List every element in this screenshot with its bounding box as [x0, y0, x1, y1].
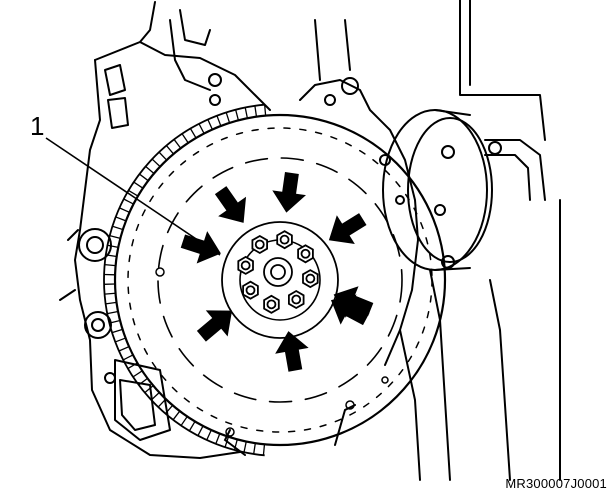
- gear-tooth: [157, 398, 167, 408]
- gear-tooth: [127, 362, 138, 370]
- gear-tooth: [216, 115, 222, 127]
- arrow-indicator: [214, 186, 247, 223]
- figure-code: MR300007J0001: [505, 476, 607, 491]
- gear-tooth: [173, 139, 182, 149]
- gear-tooth: [197, 425, 204, 436]
- ring-gear-teeth: [103, 103, 267, 457]
- gear-tooth: [109, 235, 121, 240]
- gear-tooth: [150, 392, 160, 401]
- gear-tooth: [164, 404, 174, 415]
- gear-tooth: [107, 244, 119, 249]
- gear-tooth: [107, 310, 119, 315]
- callout-label-1: 1: [30, 111, 45, 141]
- gear-tooth: [109, 319, 121, 324]
- gear-tooth: [139, 173, 149, 182]
- gear-tooth: [172, 410, 181, 421]
- gear-tooth: [115, 337, 126, 343]
- gear-tooth: [180, 416, 188, 426]
- gear-tooth: [104, 264, 116, 267]
- gear-tooth: [138, 377, 148, 386]
- engine-housing: [59, 1, 271, 459]
- callout-leader-line: [45, 137, 221, 256]
- gear-tooth: [151, 158, 161, 168]
- gear-tooth: [111, 328, 123, 334]
- gear-tooth: [118, 345, 130, 352]
- gear-tooth: [262, 444, 266, 456]
- crank-housing: [299, 0, 561, 481]
- gear-tooth: [112, 225, 124, 231]
- gear-tooth: [233, 439, 238, 451]
- gear-tooth: [122, 354, 134, 361]
- arrow-indicator: [272, 171, 306, 213]
- gear-tooth: [215, 433, 221, 445]
- gear-tooth: [189, 128, 197, 139]
- gear-tooth: [198, 123, 205, 134]
- gear-tooth: [243, 441, 247, 453]
- bolt-head: [251, 234, 269, 255]
- arrow-indicator: [275, 331, 309, 372]
- gear-tooth: [145, 165, 155, 174]
- gear-tooth: [244, 107, 249, 119]
- gear-tooth: [119, 207, 130, 213]
- arrow-indicator: [180, 231, 221, 264]
- bolt-arrows: [180, 171, 374, 372]
- bolt-head: [297, 244, 314, 264]
- bolt-head: [276, 230, 293, 250]
- gear-tooth: [104, 292, 116, 295]
- gear-tooth: [105, 301, 117, 305]
- bolt-head: [237, 255, 254, 275]
- bolt-head: [302, 269, 319, 289]
- gear-tooth: [115, 216, 127, 222]
- gear-tooth: [132, 370, 143, 378]
- arrow-indicator: [333, 286, 374, 318]
- bolt-head: [242, 280, 259, 300]
- gear-tooth: [235, 109, 240, 121]
- bolt-head: [263, 294, 280, 314]
- arrow-indicator: [328, 213, 367, 245]
- gear-tooth: [123, 198, 134, 205]
- gear-tooth: [128, 189, 139, 197]
- gear-tooth: [188, 421, 196, 432]
- crankshaft-center: [263, 257, 293, 287]
- gear-tooth: [181, 133, 189, 144]
- gear-tooth: [225, 112, 231, 124]
- gear-tooth: [224, 436, 230, 448]
- gear-tooth: [206, 429, 212, 441]
- ring-gear-outline: [103, 103, 265, 457]
- gear-tooth: [264, 104, 267, 116]
- bolt-head: [287, 289, 305, 310]
- gear-tooth: [105, 254, 117, 258]
- gear-tooth: [254, 105, 258, 117]
- flywheel-bolts: [237, 230, 319, 314]
- gear-tooth: [253, 443, 256, 455]
- arrow-indicator: [196, 310, 233, 342]
- gear-tooth: [207, 119, 213, 130]
- gear-tooth: [158, 151, 168, 161]
- gear-tooth: [133, 181, 144, 189]
- gear-tooth: [165, 145, 174, 155]
- gear-tooth: [144, 385, 154, 394]
